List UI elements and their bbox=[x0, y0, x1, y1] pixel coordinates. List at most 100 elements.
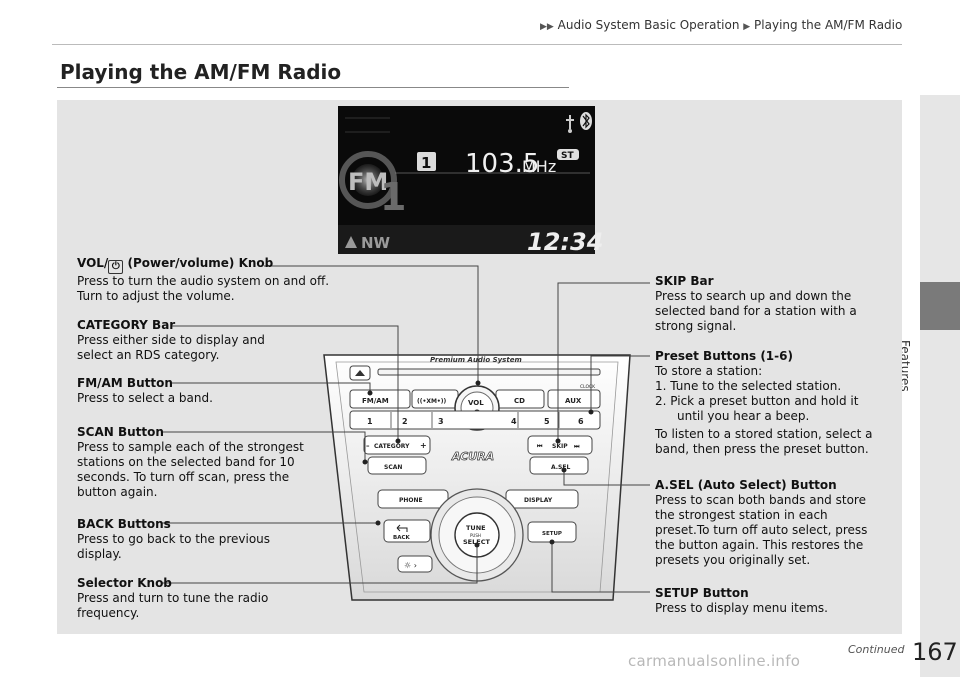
cd-slot bbox=[377, 368, 601, 376]
callout-category-line-1: Press either side to display and bbox=[77, 333, 265, 347]
callout-category-line-2: select an RDS category. bbox=[77, 348, 220, 362]
fm-am-label: FM/AM bbox=[362, 397, 389, 405]
category-minus-icon: – bbox=[366, 442, 370, 450]
callout-back: BACK Buttons Press to go back to the pre… bbox=[77, 517, 317, 562]
preset-6-button[interactable]: 6 bbox=[578, 417, 584, 426]
callout-scan: SCAN Button Press to sample each of the … bbox=[77, 425, 337, 500]
callout-skip-line-3: strong signal. bbox=[655, 319, 737, 333]
display-clock: 12:34 bbox=[527, 228, 603, 256]
display-band: FM bbox=[348, 168, 388, 196]
display-band-sub: 1 bbox=[380, 175, 406, 219]
compass-arrow-icon bbox=[345, 236, 357, 248]
breadcrumb-part-1[interactable]: Audio System Basic Operation bbox=[557, 18, 740, 32]
radio-display: FM 1 1 103.5 MHz ST NW 12:34 bbox=[338, 106, 603, 256]
continued-label: Continued bbox=[848, 643, 905, 656]
bluetooth-icon bbox=[580, 112, 592, 130]
callout-skip-title: SKIP Bar bbox=[655, 274, 714, 288]
brightness-button[interactable] bbox=[397, 555, 433, 573]
callout-skip-line-1: Press to search up and down the bbox=[655, 289, 852, 303]
aux-button[interactable] bbox=[547, 389, 601, 409]
scan-label: SCAN bbox=[384, 464, 402, 471]
category-plus-icon: + bbox=[420, 441, 427, 450]
brand-line: Premium Audio System bbox=[430, 356, 522, 364]
tune-label: TUNE bbox=[466, 524, 486, 532]
breadcrumb-part-2[interactable]: Playing the AM/FM Radio bbox=[754, 18, 903, 32]
callout-preset-step-2: 2. Pick a preset button and hold it bbox=[655, 394, 859, 408]
skip-label: SKIP bbox=[552, 443, 568, 450]
callout-category-title: CATEGORY Bar bbox=[77, 318, 176, 332]
preset-4-button[interactable]: 4 bbox=[511, 417, 517, 426]
side-tab-marker bbox=[920, 282, 960, 330]
callout-asel-line-5: presets you originally set. bbox=[655, 553, 811, 567]
callout-scan-line-4: button again. bbox=[77, 485, 158, 499]
callout-selector: Selector Knob Press and turn to tune the… bbox=[77, 576, 317, 621]
callout-asel-line-2: the strongest station in each bbox=[655, 508, 828, 522]
skip-forward-icon: ⏭ bbox=[574, 443, 580, 450]
preset-badge bbox=[417, 152, 436, 171]
callout-scan-line-1: Press to sample each of the strongest bbox=[77, 440, 304, 454]
callout-scan-title: SCAN Button bbox=[77, 425, 164, 439]
aux-label: AUX bbox=[565, 397, 582, 405]
callout-asel-line-3: preset.To turn off auto select, press bbox=[655, 523, 868, 537]
callout-vol-title: (Power/volume) Knob bbox=[127, 256, 274, 270]
callout-asel-title: A.SEL (Auto Select) Button bbox=[655, 478, 837, 492]
acura-logo: ACURA bbox=[451, 450, 494, 463]
callout-back-line-1: Press to go back to the previous bbox=[77, 532, 271, 546]
callout-preset-step-1: 1. Tune to the selected station. bbox=[655, 379, 842, 393]
preset-2-button[interactable]: 2 bbox=[402, 417, 408, 426]
preset-1-button[interactable]: 1 bbox=[367, 417, 373, 426]
xm-label: ((•XM•)) bbox=[417, 398, 446, 405]
watermark: carmanualsonline.info bbox=[628, 652, 801, 670]
category-label: CATEGORY bbox=[374, 443, 410, 450]
callout-vol-line-1: Press to turn the audio system on and of… bbox=[77, 274, 330, 288]
phone-label: PHONE bbox=[399, 497, 423, 504]
scan-button[interactable] bbox=[367, 456, 427, 475]
category-bar[interactable] bbox=[363, 435, 431, 455]
breadcrumb-arrow-icon: ▶ bbox=[743, 22, 751, 32]
head-unit: Premium Audio System FM/AM ((•XM•)) CD A… bbox=[323, 354, 631, 601]
breadcrumb-arrow-icon: ▶▶ bbox=[540, 22, 554, 32]
callout-preset-title: Preset Buttons (1-6) bbox=[655, 349, 793, 363]
select-label: SELECT bbox=[463, 538, 490, 546]
skip-bar[interactable] bbox=[527, 435, 593, 455]
callout-setup: SETUP Button Press to display menu items… bbox=[655, 586, 895, 616]
callout-lines bbox=[162, 265, 650, 593]
display-label: DISPLAY bbox=[524, 497, 553, 504]
clock-label: CLOCK bbox=[580, 384, 596, 390]
callout-selector-line-2: frequency. bbox=[77, 606, 140, 620]
callout-preset-after-2: band, then press the preset button. bbox=[655, 442, 869, 456]
fm-am-button[interactable] bbox=[349, 389, 411, 409]
callout-setup-title: SETUP Button bbox=[655, 586, 749, 600]
callout-skip: SKIP Bar Press to search up and down the… bbox=[655, 274, 895, 334]
callout-setup-line-1: Press to display menu items. bbox=[655, 601, 828, 615]
callout-preset: Preset Buttons (1-6) To store a station:… bbox=[655, 349, 900, 457]
callout-vol: VOL/⏻ (Power/volume) Knob Press to turn … bbox=[77, 256, 357, 304]
preset-bar bbox=[349, 410, 601, 430]
display-preset: 1 bbox=[421, 154, 431, 172]
push-label: PUSH bbox=[470, 533, 481, 538]
back-arrow-icon bbox=[396, 524, 408, 532]
cd-label: CD bbox=[514, 397, 525, 405]
breadcrumb: ▶▶ Audio System Basic Operation ▶ Playin… bbox=[540, 18, 902, 32]
callout-preset-intro: To store a station: bbox=[655, 364, 763, 378]
callout-vol-prefix: VOL/ bbox=[77, 256, 109, 270]
callout-selector-line-1: Press and turn to tune the radio bbox=[77, 591, 269, 605]
display-compass: NW bbox=[361, 234, 391, 252]
callout-preset-step-2-cont: until you hear a beep. bbox=[677, 409, 810, 423]
callout-asel: A.SEL (Auto Select) Button Press to scan… bbox=[655, 478, 900, 568]
callout-fmam: FM/AM Button Press to select a band. bbox=[77, 376, 317, 406]
callout-back-line-2: display. bbox=[77, 547, 122, 561]
stereo-badge bbox=[557, 149, 579, 160]
callout-fmam-line-1: Press to select a band. bbox=[77, 391, 213, 405]
preset-3-button[interactable]: 3 bbox=[438, 417, 444, 426]
preset-5-button[interactable]: 5 bbox=[544, 417, 550, 426]
callout-vol-line-2: Turn to adjust the volume. bbox=[77, 289, 235, 303]
callout-asel-line-1: Press to scan both bands and store bbox=[655, 493, 866, 507]
callout-asel-line-4: the button again. This restores the bbox=[655, 538, 864, 552]
display-frequency: 103.5 bbox=[465, 149, 539, 179]
callout-skip-line-2: selected band for a station with a bbox=[655, 304, 857, 318]
eject-icon bbox=[355, 370, 365, 376]
asel-button[interactable] bbox=[529, 456, 589, 475]
usb-icon bbox=[566, 115, 574, 133]
page-title: Playing the AM/FM Radio bbox=[60, 60, 342, 84]
